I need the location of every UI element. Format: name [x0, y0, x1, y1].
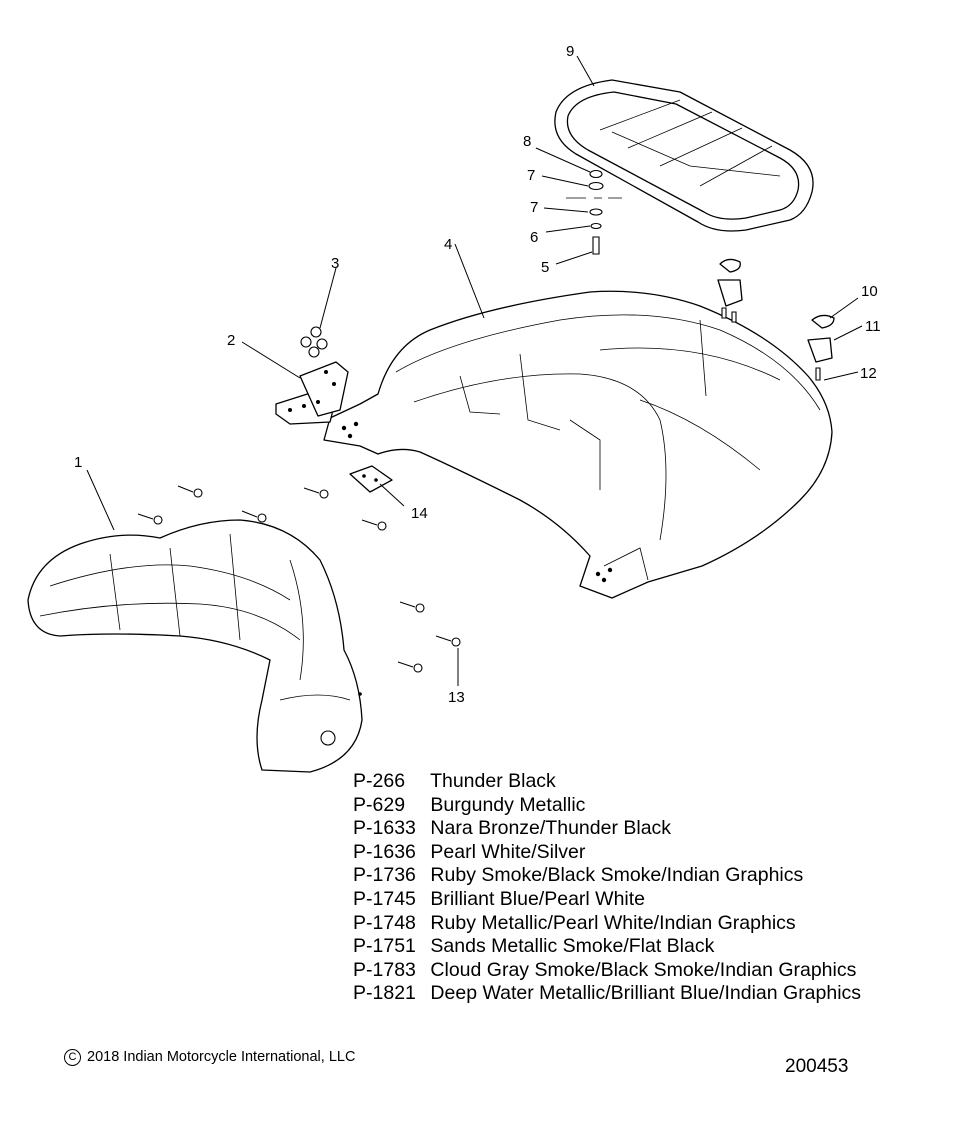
callout-14: 14 — [411, 505, 428, 522]
callout-4: 4 — [444, 236, 452, 253]
trunk-body — [323, 290, 833, 599]
callout-10: 10 — [861, 283, 878, 300]
callout-8: 8 — [523, 133, 531, 150]
latch-hardware — [717, 258, 835, 381]
callout-leaders — [86, 55, 863, 686]
callout-9: 9 — [566, 43, 574, 60]
callout-13: 13 — [448, 689, 465, 706]
drawing-number: 200453 — [785, 1056, 849, 1077]
callout-3: 3 — [331, 255, 339, 272]
backrest-pad — [27, 519, 363, 773]
callout-7b: 7 — [530, 199, 538, 216]
callout-5: 5 — [541, 259, 549, 276]
paint-code-item: P-629 Burgundy Metallic — [353, 793, 586, 816]
paint-code-item: P-1748 Ruby Metallic/Pearl White/Indian … — [353, 911, 796, 934]
paint-code-item: P-266 Thunder Black — [353, 770, 556, 792]
hinge-nuts — [300, 326, 328, 358]
paint-code-list: P-266 Thunder Black P-629 Burgundy Metal… — [353, 770, 943, 1006]
callout-2: 2 — [227, 332, 235, 349]
callout-7a: 7 — [527, 167, 535, 184]
paint-code-item: P-1636 Pearl White/Silver — [353, 840, 586, 863]
hinge-bracket — [275, 361, 349, 425]
callout-numbers: 1 2 3 4 5 6 7 7 8 9 10 11 12 13 14 — [74, 43, 881, 706]
callout-11: 11 — [865, 318, 881, 335]
callout-12: 12 — [860, 365, 877, 382]
callout-1: 1 — [74, 454, 82, 471]
paint-code-item: P-1821 Deep Water Metallic/Brilliant Blu… — [353, 982, 862, 1005]
paint-code-item: P-1736 Ruby Smoke/Black Smoke/Indian Gra… — [353, 864, 804, 887]
screw-fasteners — [137, 485, 461, 673]
copyright-symbol: C — [64, 1049, 81, 1066]
callout-6: 6 — [530, 229, 538, 246]
hinge-plate — [349, 465, 393, 493]
copyright-notice: C 2018 Indian Motorcycle International, L… — [64, 1049, 355, 1066]
rack-mounting-hardware — [566, 169, 622, 255]
paint-code-item: P-1633 Nara Bronze/Thunder Black — [353, 817, 672, 840]
paint-code-item: P-1783 Cloud Gray Smoke/Black Smoke/Indi… — [353, 958, 857, 981]
paint-code-item: P-1751 Sands Metallic Smoke/Flat Black — [353, 935, 715, 958]
paint-code-item: P-1745 Brilliant Blue/Pearl White — [353, 887, 646, 910]
copyright-text: 2018 Indian Motorcycle International, LL… — [87, 1049, 356, 1065]
luggage-rack — [554, 79, 814, 232]
